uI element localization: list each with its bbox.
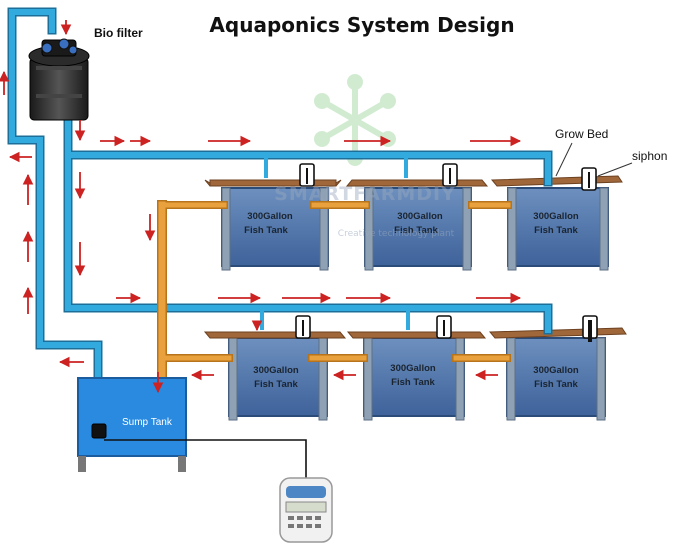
tank-label-line2: Fish Tank	[244, 225, 288, 236]
tank-label-line1: 300Gallon	[397, 211, 443, 222]
diagram-title: Aquaponics System Design	[209, 13, 514, 37]
watermark-brand: SMARTFARMDIY	[274, 183, 456, 205]
tank-label-line2: Fish Tank	[394, 225, 438, 236]
tank-label-line1: 300Gallon	[533, 211, 579, 222]
fish-tank-lower-1: 300Gallon Fish Tank	[228, 337, 328, 421]
grow-bed-lower-row	[203, 327, 627, 339]
return-pipe-network	[157, 200, 512, 383]
flow-arrows	[0, 20, 522, 394]
fish-tank-upper-2: 300Gallon Fish Tank	[364, 187, 472, 271]
bio-filter-label: Bio filter	[94, 26, 143, 40]
siphon-label: siphon	[632, 149, 667, 163]
bio-filter	[28, 38, 90, 121]
grow-bed-pointer	[555, 142, 573, 177]
sump-tank-label: Sump Tank	[122, 417, 173, 428]
watermark-tagline: Creative technology plant	[338, 229, 455, 239]
tank-label-line2: Fish Tank	[534, 225, 578, 236]
tank-label-line2: Fish Tank	[254, 379, 298, 390]
watermark-logo	[314, 74, 396, 166]
tank-label-line1: 300Gallon	[247, 211, 293, 222]
timer-controller-device	[279, 477, 333, 543]
tank-label-line1: 300Gallon	[253, 365, 299, 376]
fish-tank-upper-3: 300Gallon Fish Tank	[507, 187, 609, 271]
sump-tank	[77, 377, 187, 472]
fish-tank-lower-2: 300Gallon Fish Tank	[363, 337, 465, 421]
fish-tank-lower-3: 300Gallon Fish Tank	[506, 337, 606, 421]
tank-label-line2: Fish Tank	[534, 379, 578, 390]
controller-cable	[104, 439, 307, 484]
tank-label-line1: 300Gallon	[390, 363, 436, 374]
grow-bed-label: Grow Bed	[555, 127, 608, 141]
supply-pipe-network	[7, 7, 553, 431]
fish-tank-upper-1: 300Gallon Fish Tank	[221, 187, 329, 271]
siphon-tubes	[302, 168, 592, 342]
tank-label-line1: 300Gallon	[533, 365, 579, 376]
tank-label-line2: Fish Tank	[391, 377, 435, 388]
siphon-pointer	[597, 162, 633, 177]
